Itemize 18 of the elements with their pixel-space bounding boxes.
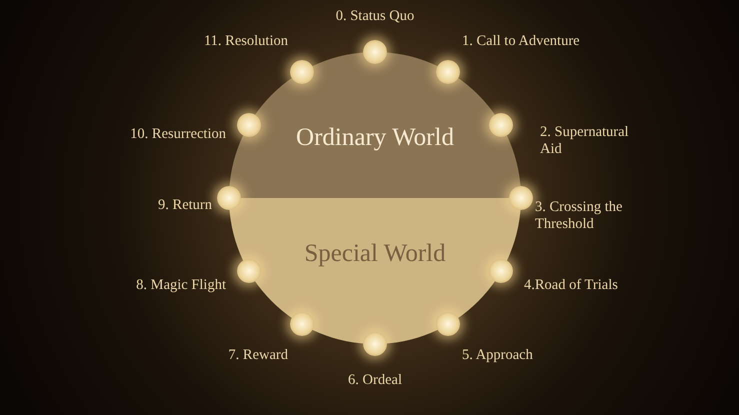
stage-label: 7. Reward bbox=[228, 347, 288, 364]
stage-label: 2. Supernatural Aid bbox=[540, 124, 630, 158]
stage-dot bbox=[217, 186, 241, 210]
stage-label: 6. Ordeal bbox=[348, 372, 402, 389]
stage-dot bbox=[363, 40, 387, 64]
stage-label: 3. Crossing the Threshold bbox=[535, 199, 624, 233]
stage-dot bbox=[509, 186, 533, 210]
stage-label: 8. Magic Flight bbox=[136, 277, 226, 294]
stage-label: 10. Resurrection bbox=[130, 126, 226, 143]
stage-label: 1. Call to Adventure bbox=[462, 33, 580, 50]
stage-label: 9. Return bbox=[158, 197, 212, 214]
stage-label: 11. Resolution bbox=[204, 33, 288, 50]
world-label: Special World bbox=[304, 240, 446, 269]
stage-label: 0. Status Quo bbox=[336, 8, 414, 25]
world-label: Ordinary World bbox=[296, 124, 454, 153]
stage-label: 5. Approach bbox=[462, 347, 533, 364]
stage-dot bbox=[363, 332, 387, 356]
stage-label: 4.Road of Trials bbox=[524, 277, 618, 294]
